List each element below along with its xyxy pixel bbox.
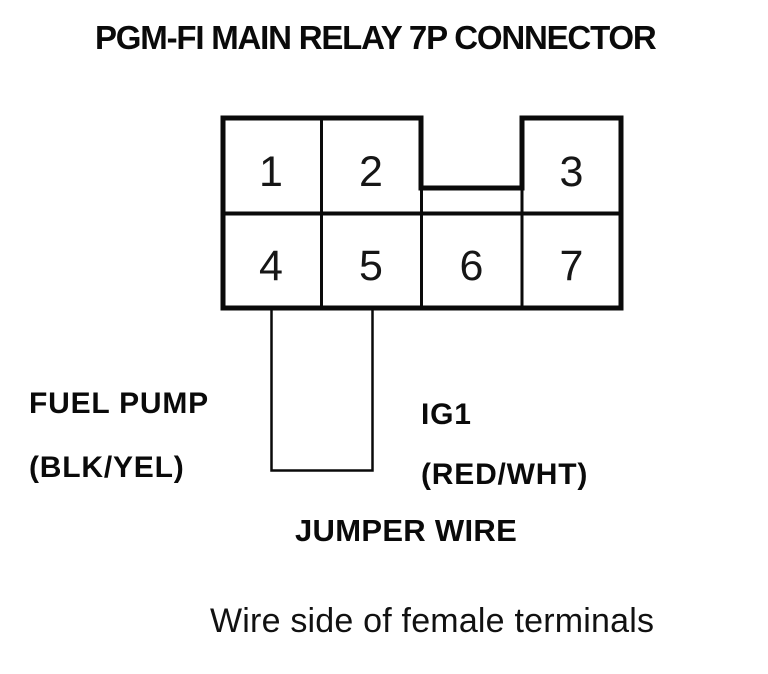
pin-cell-3: 3 <box>522 118 621 214</box>
ig1-label-line1: IG1 <box>421 398 472 431</box>
ig1-label: IG1 (RED/WHT) <box>421 370 588 520</box>
fuel-pump-label: FUEL PUMP (BLK/YEL) <box>29 356 209 516</box>
jumper-wire-shape <box>270 310 374 472</box>
terminal-side-note: Wire side of female terminals <box>210 602 655 640</box>
pin-number-3: 3 <box>559 147 584 196</box>
pin-number-6: 6 <box>459 242 484 290</box>
pin-cell-7: 7 <box>522 213 621 308</box>
pin-number-7: 7 <box>559 242 584 290</box>
pin-cell-6: 6 <box>421 213 522 308</box>
page-title: PGM-FI MAIN RELAY 7P CONNECTOR <box>95 19 657 56</box>
pin-cell-1: 1 <box>221 118 321 214</box>
jumper-wire-label: JUMPER WIRE <box>295 513 518 548</box>
pin-number-1: 1 <box>259 147 283 196</box>
ig1-label-line2: (RED/WHT) <box>421 458 589 491</box>
pin-cell-4: 4 <box>221 213 321 308</box>
fuel-pump-label-line1: FUEL PUMP <box>29 387 209 420</box>
pin-cell-5: 5 <box>321 213 421 308</box>
pin-cell-2: 2 <box>321 118 421 214</box>
pin-number-4: 4 <box>259 242 283 290</box>
pin-number-2: 2 <box>359 147 383 196</box>
fuel-pump-label-line2: (BLK/YEL) <box>29 451 185 484</box>
pin-number-5: 5 <box>359 242 383 290</box>
